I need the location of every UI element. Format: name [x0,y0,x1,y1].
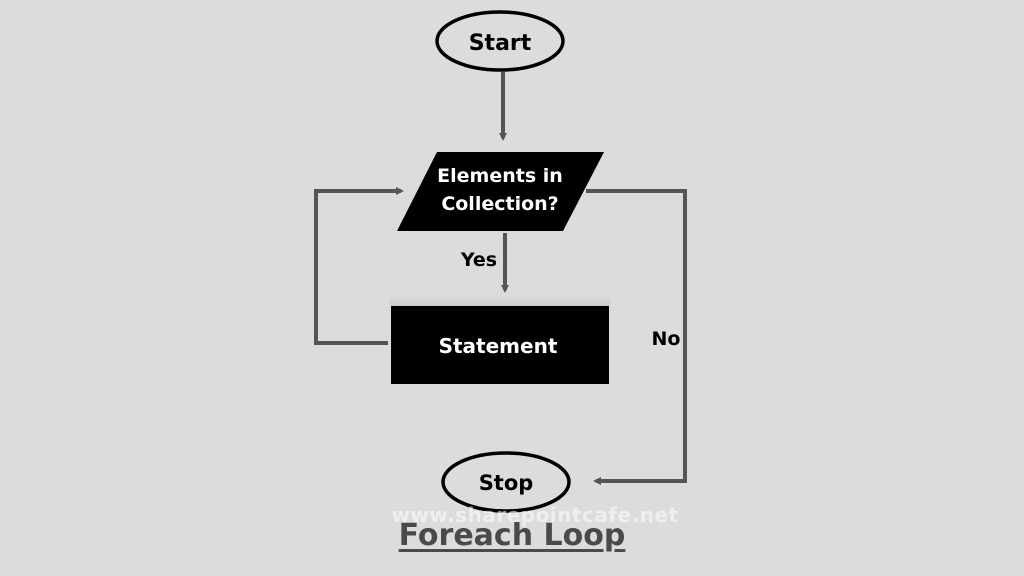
diagram-caption: Foreach Loop [398,518,626,553]
start-node: Start [435,10,565,72]
arrow-condition-to-stop [586,189,687,485]
arrow-loop-back [314,187,404,345]
yes-label: Yes [460,249,497,271]
watermark-text: www.sharepointcafe.net [391,503,679,527]
condition-label-line1: Elements in [437,165,563,187]
condition-label-line2: Collection? [441,193,558,215]
stop-label: Stop [479,471,534,495]
start-label: Start [469,31,532,56]
condition-node: Elements in Collection? [397,152,604,231]
statement-shadow [390,292,610,306]
stop-node: Stop [441,451,571,513]
statement-label: Statement [439,334,558,358]
statement-node: Statement [391,306,609,384]
no-label: No [652,328,681,350]
